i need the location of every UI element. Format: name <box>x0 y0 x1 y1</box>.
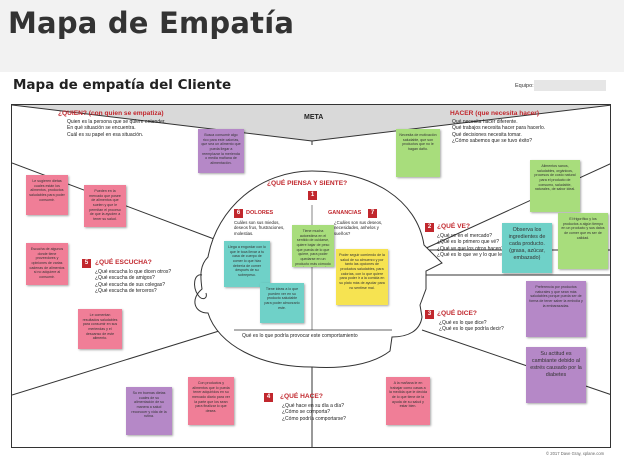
page-title: Mapa de Empatía <box>8 6 295 40</box>
escucha-description: ¿Qué escucha lo que dicen otros? ¿Qué es… <box>95 269 172 294</box>
sticky-note[interactable]: Tiene ideas a lo que pueden ver en su pr… <box>260 283 304 323</box>
hace-description: ¿Qué hace en su día a día? ¿Cómo se comp… <box>282 403 346 422</box>
ve-description: ¿Qué ve en el mercado? ¿Qué es lo primer… <box>437 233 508 258</box>
piensa-title: ¿QUÉ PIENSA Y SIENTE? <box>267 180 348 187</box>
escucha-number: 5 <box>82 259 91 268</box>
hace-number: 4 <box>264 393 273 402</box>
sticky-note[interactable]: Su actitud es cambiante debido al estrés… <box>526 347 586 403</box>
ganancias-number: 7 <box>368 209 377 218</box>
dolores-description: Cuáles son sus miedos, deseos frus, frus… <box>234 220 285 236</box>
sticky-note[interactable]: Con productos y alimentos que lo pueda t… <box>188 377 234 425</box>
copyright: © 2017 Dave Gray, xplane.com <box>546 451 605 456</box>
piensa-number: 1 <box>308 191 317 200</box>
sticky-note[interactable]: Pueden en la mercado que posee de alimen… <box>84 185 126 227</box>
hace-title: ¿QUÉ HACE? <box>280 393 323 400</box>
sticky-note[interactable]: Escucha de algunos donde tiene proveedor… <box>26 243 68 285</box>
sticky-note[interactable]: Necesita de motivación saludable, que so… <box>396 129 440 177</box>
sheet-subtitle: Mapa de empatía del Cliente <box>13 77 232 93</box>
hacer-description: Qué necesita hacer diferente. Qué trabaj… <box>452 119 546 144</box>
sticky-note[interactable]: Preferencia por productos naturales y qu… <box>526 281 586 337</box>
sticky-note[interactable]: Tiene mucha autoestima en el sentido de … <box>292 225 334 267</box>
sticky-note[interactable]: Poder seguir comiendo de la salud de su … <box>336 249 388 305</box>
ve-title: ¿QUÉ VE? <box>437 223 470 230</box>
quien-title: ¿QUIEN? (con quien se empatiza) <box>58 110 164 117</box>
meta-region <box>12 105 610 141</box>
dice-title: ¿QUÉ DICE? <box>437 310 477 317</box>
dice-description: ¿Qué es lo que dice? ¿Qué es lo que podr… <box>439 320 504 333</box>
ve-number: 2 <box>425 223 434 232</box>
provocar-text: Qué es lo que podría provocar este compo… <box>242 333 358 339</box>
escucha-title: ¿QUÉ ESCUCHA? <box>95 259 152 266</box>
dolores-number: 6 <box>234 209 243 218</box>
sticky-note[interactable]: Busca consumir algo rico para este calor… <box>198 129 244 173</box>
meta-label: META <box>304 114 324 121</box>
ganancias-description: ¿Cuáles son sus deseos, necesidades, anh… <box>334 220 383 236</box>
sticky-note[interactable]: Le comentan resultados saludables para c… <box>78 309 122 349</box>
sticky-note[interactable]: Llega a engordar con lo que le toca llev… <box>224 241 270 287</box>
empathy-map: META ¿QUIEN? (con quien se empatiza) Qui… <box>11 104 611 448</box>
ganancias-title: GANANCIAS <box>328 210 362 216</box>
dice-number: 3 <box>425 310 434 319</box>
sticky-note[interactable]: Alimentos sanos, saludables, orgánicos, … <box>530 160 580 212</box>
sticky-note[interactable]: Su en buenas dietas cuales de su aliment… <box>126 387 172 435</box>
dolores-title: DOLORES <box>246 210 274 216</box>
quien-description: Quien es la persona que se quiere entend… <box>67 119 166 138</box>
sticky-note[interactable]: El frigorífico y los productos a algún t… <box>558 213 608 269</box>
sticky-note[interactable]: Le sugieren dietas cuales están los alim… <box>26 175 68 215</box>
equipo-field[interactable] <box>534 80 606 91</box>
hacer-title: HACER (que necesita hacer) <box>450 110 540 117</box>
sticky-note[interactable]: A la mañana le en trabajar como casas a … <box>386 377 430 425</box>
sticky-note[interactable]: Observa los ingredientes de cada product… <box>502 223 552 273</box>
equipo-label: Equipo: <box>515 83 534 89</box>
